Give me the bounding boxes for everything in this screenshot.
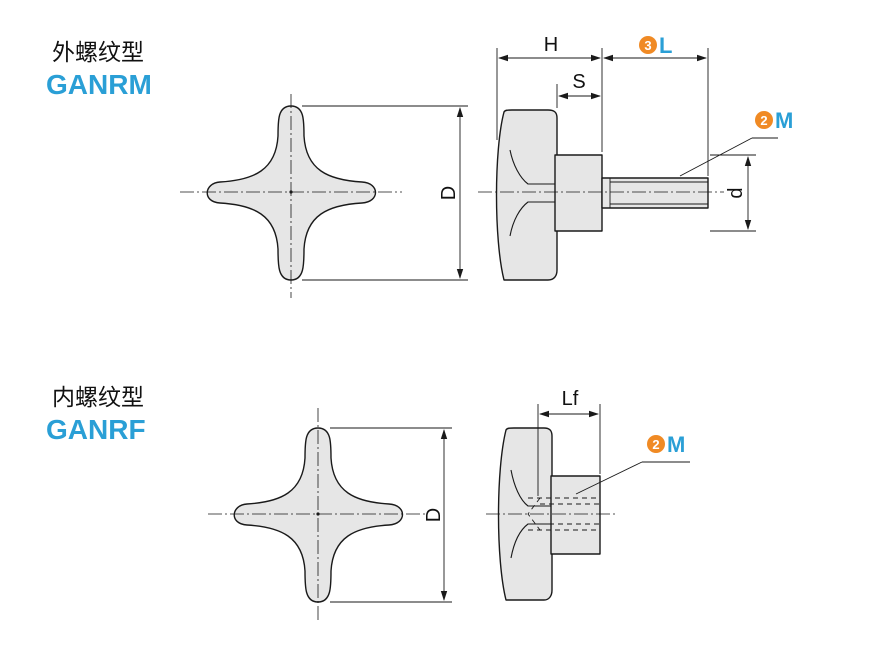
ganrm-section: 外螺纹型 GANRM D — [46, 33, 793, 298]
ganrf-hidden-drill-tip — [527, 497, 541, 531]
ganrm-knob-head-side — [495, 109, 558, 281]
ganrm-rib-edge-upper — [509, 149, 555, 185]
ganrf-dim-D-label: D — [423, 508, 445, 522]
ganrm-threaded-stud — [601, 177, 709, 209]
ganrf-dim-Lf-label: Lf — [562, 388, 579, 410]
ganrf-title-cn: 内螺纹型 — [52, 385, 144, 411]
ganrm-l-badge — [639, 36, 657, 54]
ganrf-m-badge-number: 2 — [652, 437, 659, 452]
ganrf-thread-M-label: M — [667, 432, 685, 457]
ganrf-side-view: Lf 2 M — [486, 388, 690, 601]
ganrm-l-badge-number: 3 — [644, 38, 651, 53]
ganrf-m-badge — [647, 435, 665, 453]
ganrm-rib-edge-lower — [509, 201, 555, 237]
ganrm-m-leader — [679, 137, 753, 177]
ganrm-model-code: GANRM — [46, 69, 152, 100]
ganrm-dim-d-label: d — [725, 187, 747, 198]
ganrm-hub — [554, 154, 603, 232]
ganrf-model-code: GANRF — [46, 414, 146, 445]
ganrm-center-point — [289, 190, 293, 194]
ganrf-hub — [550, 475, 601, 555]
ganrm-dim-L-label: L — [659, 33, 672, 58]
ganrm-front-view: D — [180, 94, 468, 298]
ganrm-dim-D-label: D — [438, 186, 460, 200]
ganrf-rib-edge-upper — [510, 469, 551, 507]
ganrm-m-badge — [755, 111, 773, 129]
ganrm-side-view: H 3 L S d 2 M — [478, 33, 793, 281]
ganrm-m-badge-number: 2 — [760, 113, 767, 128]
ganrf-m-leader — [575, 461, 643, 495]
ganrf-center-point — [316, 512, 320, 516]
ganrf-rib-edge-lower — [510, 523, 551, 559]
ganrm-title-cn: 外螺纹型 — [52, 40, 144, 66]
ganrf-section: 内螺纹型 GANRF D — [46, 385, 690, 622]
ganrm-dim-S-label: S — [572, 71, 585, 93]
ganrf-front-view: D — [208, 408, 452, 622]
ganrm-thread-M-label: M — [775, 108, 793, 133]
ganrm-dim-H-label: H — [544, 34, 558, 56]
